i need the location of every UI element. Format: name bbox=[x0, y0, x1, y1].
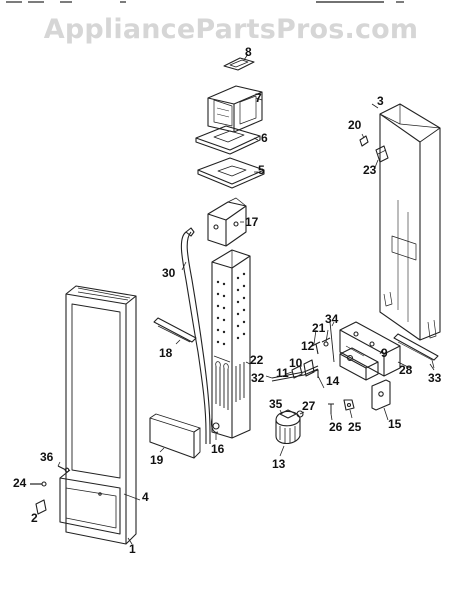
callout-21: 21 bbox=[312, 321, 326, 335]
callout-2: 2 bbox=[31, 511, 38, 525]
callout-6: 6 bbox=[261, 131, 268, 145]
callout-24: 24 bbox=[13, 476, 27, 490]
callout-13: 13 bbox=[272, 457, 286, 471]
part-23-fastener[interactable] bbox=[375, 145, 389, 163]
callout-8: 8 bbox=[245, 45, 252, 59]
part-22-heat-exchanger[interactable] bbox=[211, 249, 251, 439]
part-35-collar[interactable] bbox=[279, 409, 297, 419]
callout-7: 7 bbox=[255, 91, 262, 105]
part-24-bolt[interactable] bbox=[30, 481, 47, 487]
part-36-screw[interactable] bbox=[57, 465, 70, 473]
part-14-fitting[interactable] bbox=[311, 369, 319, 378]
part-18-rail[interactable] bbox=[153, 317, 197, 343]
callout-10: 10 bbox=[289, 356, 303, 370]
part-28-control-bracket[interactable] bbox=[339, 321, 401, 377]
callout-36: 36 bbox=[40, 450, 54, 464]
callout-17: 17 bbox=[245, 215, 259, 229]
part-5-gasket[interactable] bbox=[197, 157, 265, 189]
callout-34: 34 bbox=[325, 312, 339, 326]
part-1-front-cabinet[interactable] bbox=[59, 285, 137, 545]
part-9-gas-valve[interactable] bbox=[339, 347, 379, 381]
callout-11: 11 bbox=[276, 366, 289, 380]
part-12-fitting[interactable] bbox=[311, 341, 321, 355]
callout-22: 22 bbox=[250, 353, 264, 367]
callout-30: 30 bbox=[162, 266, 176, 280]
callout-19: 19 bbox=[150, 453, 164, 467]
part-19-panel[interactable] bbox=[149, 413, 201, 459]
callout-23: 23 bbox=[363, 163, 377, 177]
callout-14: 14 bbox=[326, 374, 340, 388]
part-10-fitting[interactable] bbox=[303, 359, 315, 377]
callout-4: 4 bbox=[142, 490, 149, 504]
callout-15: 15 bbox=[388, 417, 402, 431]
callout-16: 16 bbox=[211, 442, 225, 456]
part-8-plate[interactable] bbox=[223, 57, 255, 71]
part-33-strip[interactable] bbox=[393, 333, 439, 369]
callout-12: 12 bbox=[301, 339, 315, 353]
callout-3: 3 bbox=[377, 94, 384, 108]
part-15-bracket[interactable] bbox=[371, 379, 391, 411]
callout-28: 28 bbox=[399, 363, 413, 377]
part-6-plate[interactable] bbox=[195, 125, 261, 155]
callout-1: 1 bbox=[129, 542, 136, 556]
callout-26: 26 bbox=[329, 420, 343, 434]
callout-18: 18 bbox=[159, 346, 173, 360]
part-11-fitting[interactable] bbox=[291, 365, 303, 379]
callout-32: 32 bbox=[251, 371, 265, 385]
part-34-rod[interactable] bbox=[329, 321, 335, 363]
callout-27: 27 bbox=[302, 399, 316, 413]
part-2-tab[interactable] bbox=[35, 499, 47, 515]
part-25-nut[interactable] bbox=[343, 399, 355, 411]
part-13-burner-assembly[interactable] bbox=[275, 410, 301, 445]
callout-25: 25 bbox=[348, 420, 362, 434]
part-30-tube[interactable] bbox=[180, 227, 211, 444]
part-17-deflector[interactable] bbox=[207, 197, 247, 247]
callout-9: 9 bbox=[381, 346, 388, 360]
leader-lines bbox=[57, 53, 435, 545]
part-7-top-bracket[interactable] bbox=[207, 85, 263, 133]
part-26-pin[interactable] bbox=[328, 403, 334, 414]
callout-5: 5 bbox=[258, 163, 265, 177]
part-16-burner[interactable] bbox=[211, 417, 220, 433]
part-27-cap[interactable] bbox=[296, 410, 304, 418]
watermark: AppliancePartsPros.com bbox=[43, 14, 419, 45]
callout-33: 33 bbox=[428, 371, 442, 385]
part-3-back-cabinet[interactable] bbox=[379, 103, 441, 341]
callout-35: 35 bbox=[269, 397, 283, 411]
callout-20: 20 bbox=[348, 118, 362, 132]
